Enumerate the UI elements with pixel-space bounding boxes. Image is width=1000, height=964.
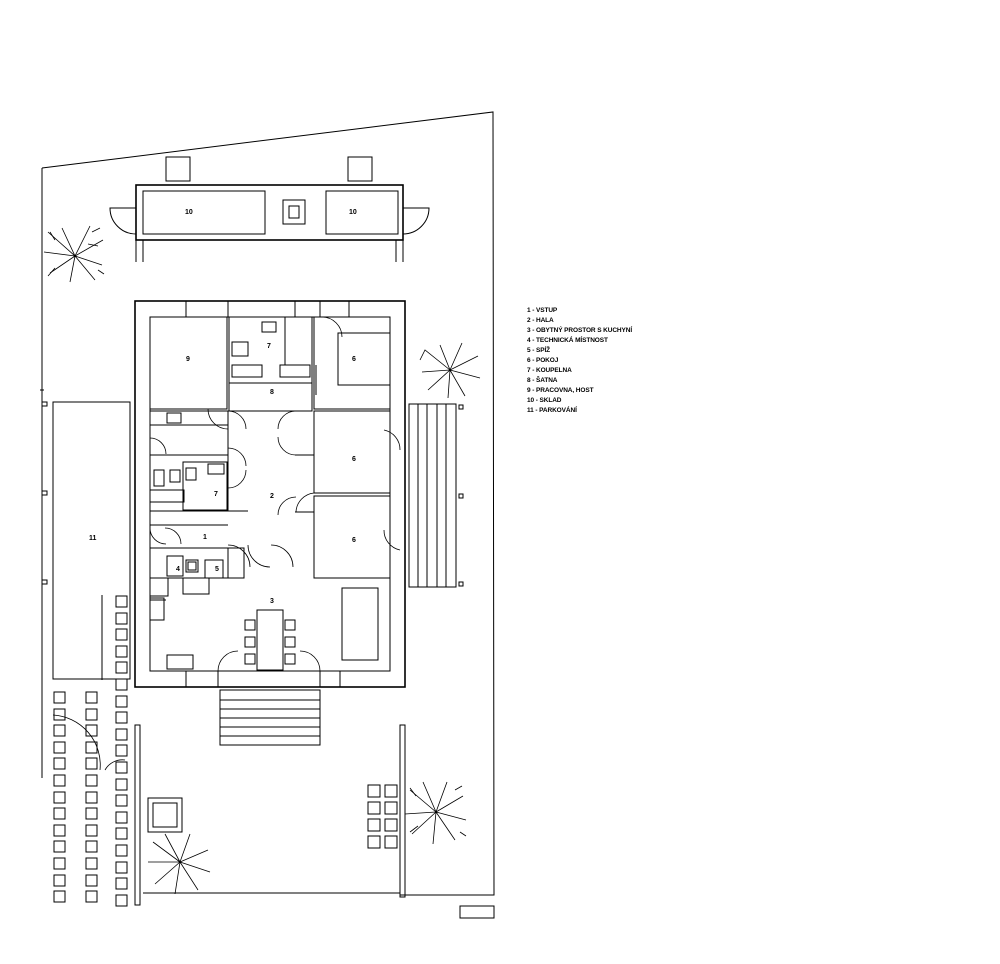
paving-tile [85,774,98,787]
room-label-living: 3 [270,598,274,605]
legend-item: 1 - VSTUP [527,307,558,314]
paving-tile [115,645,128,658]
legend-item: 7 - KOUPELNA [527,367,572,374]
room-label-study: 9 [186,356,190,363]
garden-walls [52,714,495,919]
paving-tile [115,827,128,840]
paving-tile [384,801,398,815]
room-label-bathroom-upper: 7 [267,343,271,350]
paving-tile [53,774,66,787]
paving-tile [53,708,66,721]
room-label-parking: 11 [89,535,97,542]
legend-item: 3 - OBYTNÝ PROSTOR S KUCHYNÍ [527,327,633,334]
paving-tile [53,724,66,737]
legend-item: 10 - SKLAD [527,397,562,404]
living-furniture [150,587,379,671]
room-label-hall: 2 [270,493,274,500]
paving-tile [115,778,128,791]
legend-item: 6 - POKOJ [527,357,559,364]
paving-tile [115,661,128,674]
paving-tile [115,612,128,625]
paving-tile [85,724,98,737]
paving-tile [384,818,398,832]
paving-tile [115,678,128,691]
legend-item: 11 - PARKOVÁNÍ [527,407,577,414]
tree-bottom-left [148,833,211,895]
paving-tile [53,691,66,704]
legend-item: 2 - HALA [527,317,554,324]
room-numbers: 10 10 9 7 6 8 6 7 2 6 1 4 5 3 11 [89,209,357,605]
tree-top-left [43,225,105,283]
paving-tile [115,894,128,907]
room-label-bedroom-lower: 6 [352,537,356,544]
entrance-stairs [219,689,321,746]
legend-item: 9 - PRACOVNA, HOST [527,387,594,394]
room-label-storage-left: 10 [185,209,193,216]
legend-item: 8 - ŠATNA [527,377,558,384]
paving-tile [115,744,128,757]
paving-tile [85,890,98,903]
room-label-pantry: 5 [215,566,219,573]
paving-tile [53,857,66,870]
paving-tile [53,890,66,903]
terrace-deck [408,403,464,588]
paving-tile [367,818,381,832]
room-label-technical: 4 [176,566,180,573]
house-walls [134,300,406,688]
legend-item: 5 - SPÍŽ [527,347,551,354]
paving-tile [384,835,398,849]
room-legend: 1 - VSTUP 2 - HALA 3 - OBYTNÝ PROSTOR S … [527,306,632,416]
paving-tile [115,628,128,641]
paving-tile [85,791,98,804]
paving-tile [53,791,66,804]
paving-tile [85,807,98,820]
door-swings [149,316,401,672]
tree-right-lower [404,781,467,845]
paving-tile [85,691,98,704]
paving-tile [115,595,128,608]
interior-walls [149,316,391,621]
paving-tile [85,857,98,870]
paving-tile [367,784,381,798]
paving-tile [85,840,98,853]
room-label-wardrobe: 8 [270,389,274,396]
paving-tile [115,811,128,824]
storage-building [109,156,430,262]
paving-tile [53,840,66,853]
paving-tile [85,757,98,770]
room-label-bedroom-upper: 6 [352,356,356,363]
paving-tile [367,801,381,815]
paving-tile [53,741,66,754]
paving-tile [115,695,128,708]
paving-tile [115,728,128,741]
paving-tile [384,784,398,798]
room-label-storage-right: 10 [349,209,357,216]
paving-tile [85,874,98,887]
paving-tile [367,835,381,849]
paving-tile [85,824,98,837]
paving-tile [115,761,128,774]
room-label-bedroom-middle: 6 [352,456,356,463]
paving-tile [115,861,128,874]
paving-tile [115,794,128,807]
parking-area [40,389,131,680]
tree-right-upper [419,342,481,399]
paving-tile [115,844,128,857]
plot-boundary [41,111,495,896]
room-label-bathroom-lower: 7 [214,491,218,498]
paving-tile [115,711,128,724]
paving-tiles [53,595,398,907]
room-label-entrance: 1 [203,534,207,541]
paving-tile [53,807,66,820]
paving-tile [53,757,66,770]
paving-tile [53,824,66,837]
paving-tile [85,708,98,721]
paving-tile [115,877,128,890]
legend-item: 4 - TECHNICKÁ MÍSTNOST [527,337,608,344]
paving-tile [53,874,66,887]
